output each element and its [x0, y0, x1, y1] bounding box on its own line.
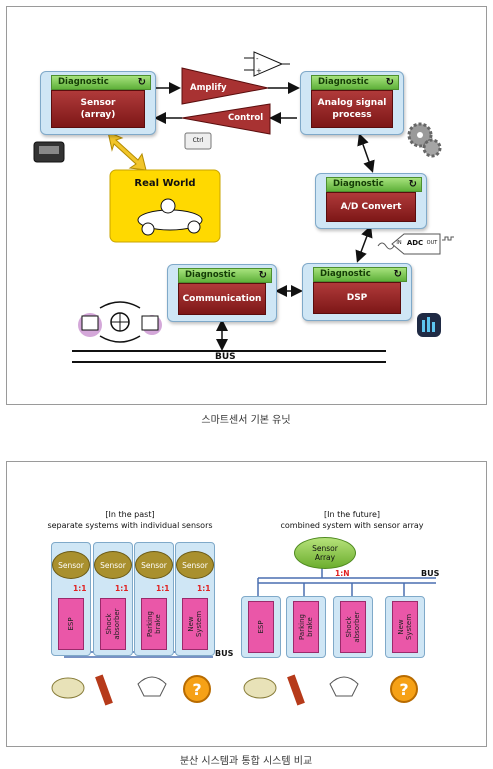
control-label: Control — [228, 113, 264, 123]
future-title: [In the future] combined system with sen… — [280, 510, 424, 530]
bus-label: BUS — [215, 352, 236, 362]
system-label: Parking brake — [298, 614, 314, 640]
dsp-module: Diagnostic ↻ DSP — [302, 263, 412, 321]
refresh-icon: ↻ — [408, 179, 417, 190]
refresh-icon: ↻ — [137, 77, 146, 88]
future-system-block: Parking brake — [293, 601, 319, 653]
diagnostic-label: Diagnostic — [318, 77, 369, 87]
ratio-label: 1:1 — [156, 584, 170, 593]
question-icon: ? — [390, 675, 418, 703]
svg-text:-: - — [256, 55, 259, 63]
ratio-n-label: 1:N — [335, 569, 350, 578]
diagnostic-label: Diagnostic — [333, 179, 384, 189]
past-system-block: Parking brake — [141, 598, 167, 650]
top-caption: 스마트센서 기본 유닛 — [201, 415, 291, 426]
adc-label: ADC — [406, 239, 424, 247]
past-bus-label: BUS — [215, 649, 234, 658]
ad-module: Diagnostic ↻ A/D Convert — [315, 173, 427, 229]
future-system-block: Shock absorber — [340, 601, 366, 653]
sensor-node: Sensor — [52, 551, 90, 579]
real-world-label: Real World — [134, 178, 196, 189]
past-system-block: ESP — [58, 598, 84, 650]
ctrl-key-label: Ctrl — [192, 137, 204, 144]
sensor-node: Sensor — [176, 551, 214, 579]
sensor-module: Diagnostic ↻ Sensor (array) — [40, 71, 156, 135]
system-label: New System — [187, 610, 203, 638]
refresh-icon: ↻ — [258, 270, 267, 281]
system-label: New System — [397, 613, 413, 641]
svg-text:+: + — [256, 67, 262, 75]
ratio-label: 1:1 — [73, 584, 87, 593]
ad-block: A/D Convert — [326, 192, 416, 222]
ratio-label: 1:1 — [197, 584, 211, 593]
sensor-array-node: Sensor Array — [294, 537, 356, 569]
analog-block: Analog signal process — [311, 90, 393, 128]
amplify-label: Amplify — [190, 83, 227, 93]
sensor-node: Sensor — [94, 551, 132, 579]
diagnostic-label: Diagnostic — [320, 269, 371, 279]
adc-out-label: OUT — [426, 240, 438, 246]
system-label: ESP — [257, 620, 265, 634]
dsp-block: DSP — [313, 282, 401, 314]
ratio-label: 1:1 — [115, 584, 129, 593]
past-system-block: Shock absorber — [100, 598, 126, 650]
sensor-block: Sensor (array) — [51, 90, 145, 128]
adc-in-label: IN — [396, 240, 402, 246]
system-label: Shock absorber — [105, 608, 121, 640]
diagnostic-label: Diagnostic — [58, 77, 109, 87]
future-bus-label: BUS — [421, 569, 440, 578]
analog-module: Diagnostic ↻ Analog signal process — [300, 71, 404, 135]
refresh-icon: ↻ — [385, 77, 394, 88]
future-system-block: ESP — [248, 601, 274, 653]
past-system-block: New System — [182, 598, 208, 650]
system-label: ESP — [67, 617, 75, 631]
diagnostic-label: Diagnostic — [185, 270, 236, 280]
system-label: Parking brake — [146, 611, 162, 637]
comm-module: Diagnostic ↻ Communication — [167, 264, 277, 322]
future-system-block: New System — [392, 601, 418, 653]
refresh-icon: ↻ — [393, 269, 402, 280]
comm-block: Communication — [178, 283, 266, 315]
past-title: [In the past] separate systems with indi… — [47, 510, 213, 530]
sensor-node: Sensor — [135, 551, 173, 579]
bottom-caption: 분산 시스템과 통합 시스템 비교 — [179, 756, 313, 767]
question-icon: ? — [183, 675, 211, 703]
system-label: Shock absorber — [345, 611, 361, 643]
